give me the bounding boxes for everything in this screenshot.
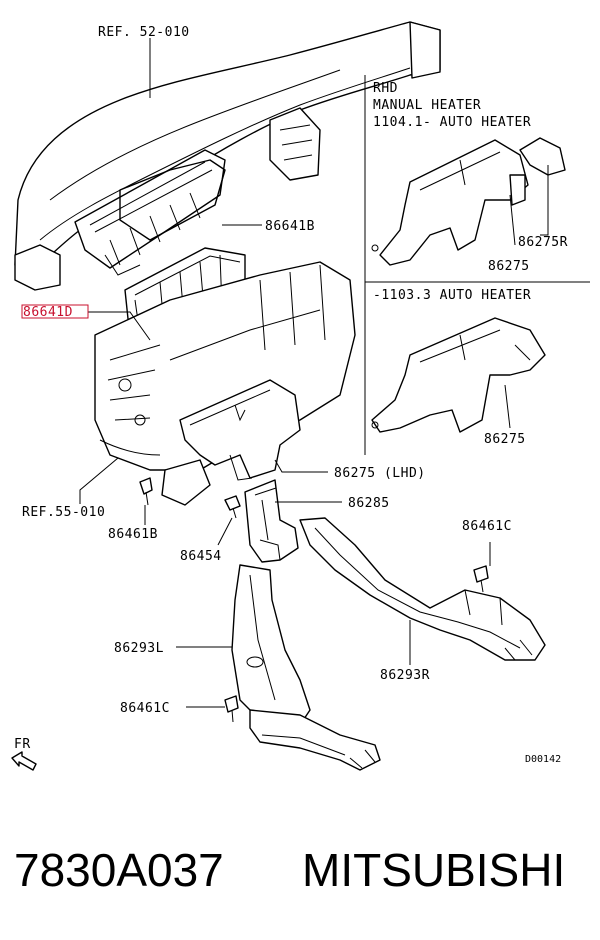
- inset-top-line2: MANUAL HEATER: [373, 98, 481, 113]
- label-86293L: 86293L: [114, 641, 164, 656]
- dashboard-duct: [14, 21, 441, 291]
- label-86641D: 86641D: [23, 305, 73, 320]
- inset-frame: [364, 75, 590, 455]
- rear-duct-86293R: [299, 517, 546, 661]
- label-fr: FR: [14, 737, 31, 752]
- connector-duct-86285: [244, 479, 299, 563]
- vent-register-86641B: [74, 149, 226, 276]
- label-86461C-bottom: 86461C: [120, 701, 170, 716]
- inset-top-line1: RHD: [373, 81, 398, 96]
- bolt-86461B: [139, 477, 153, 506]
- inset-top-duct: [371, 137, 566, 266]
- inset-bottom-duct: [371, 317, 546, 433]
- label-86461B: 86461B: [108, 527, 158, 542]
- inset-top-part-86275R: 86275R: [518, 235, 568, 250]
- inset-bottom-line1: -1103.3 AUTO HEATER: [373, 288, 531, 303]
- floor-duct-86275-lhd: [161, 379, 301, 506]
- label-86293R: 86293R: [380, 668, 430, 683]
- bolt-86461C-bottom: [224, 695, 239, 723]
- label-86461C-right: 86461C: [462, 519, 512, 534]
- diagram-code: D00142: [525, 754, 561, 765]
- screw-86454: [224, 495, 241, 519]
- highlight-box: [21, 304, 89, 319]
- fr-arrow-icon: [11, 751, 37, 771]
- leader-lines: [79, 38, 549, 708]
- inset-top-line3: 1104.1- AUTO HEATER: [373, 115, 531, 130]
- footer-brand: MITSUBISHI: [302, 844, 565, 896]
- label-86275-lhd: 86275 (LHD): [334, 466, 426, 481]
- inset-top-part-86275: 86275: [488, 259, 530, 274]
- label-ref-52-010: REF. 52-010: [98, 25, 190, 40]
- label-ref-55-010: REF.55-010: [22, 505, 105, 520]
- rear-duct-86293L: [231, 564, 311, 726]
- inset-bottom-part-86275: 86275: [484, 432, 526, 447]
- rear-outlet: [249, 709, 381, 771]
- label-86641B: 86641B: [265, 219, 315, 234]
- footer-part-number: 7830A037: [14, 844, 224, 896]
- bolt-86461C-right: [473, 565, 489, 593]
- label-86454: 86454: [180, 549, 222, 564]
- label-86285: 86285: [348, 496, 390, 511]
